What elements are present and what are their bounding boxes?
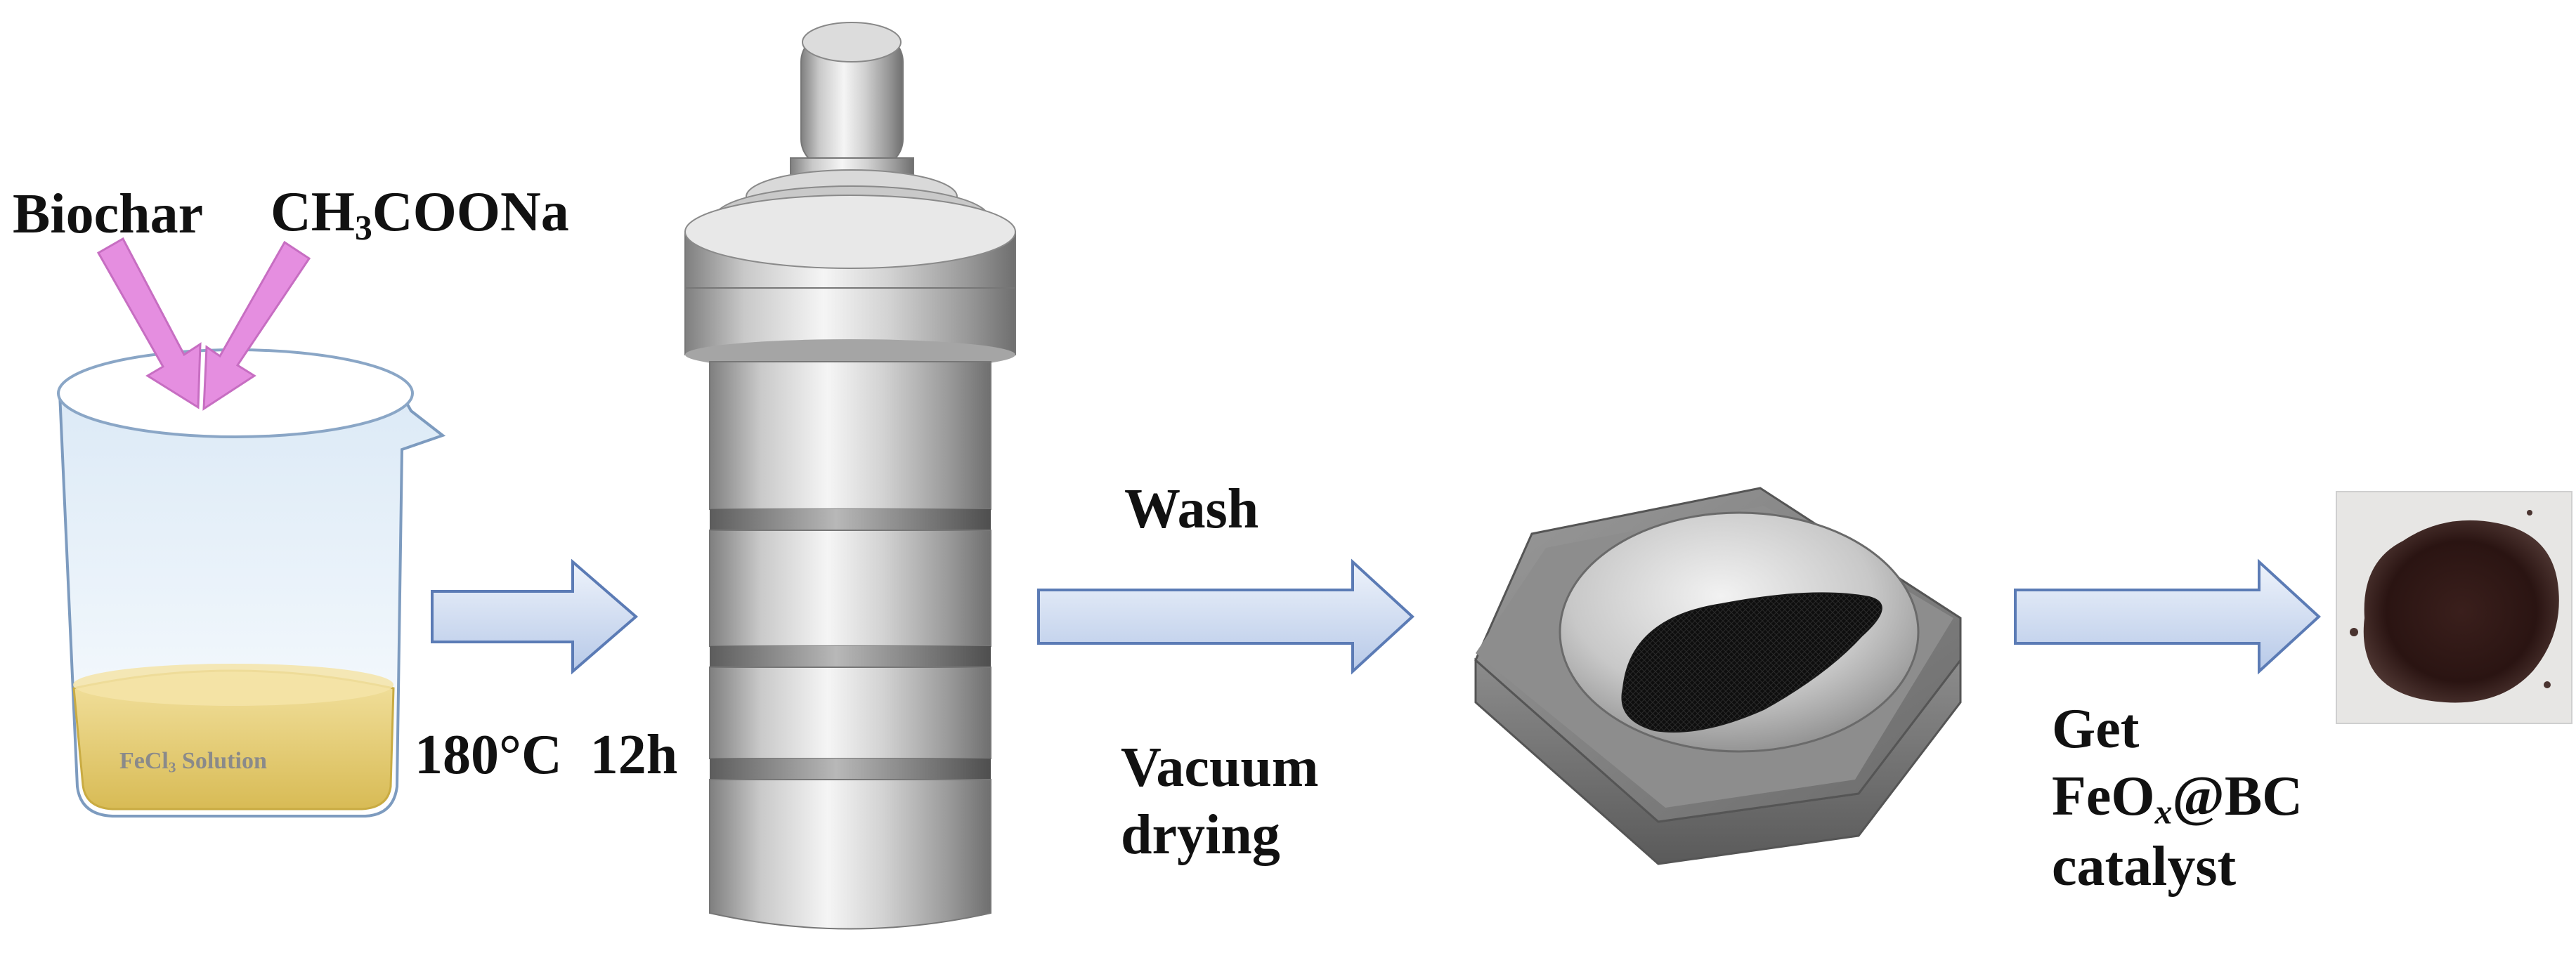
beaker <box>57 348 446 818</box>
formula-prefix: FeO <box>2052 766 2155 827</box>
autoclave-body-lower <box>709 667 991 759</box>
biochar-arrow <box>96 237 202 409</box>
sodium-acetate-label: CH3COONa <box>271 184 569 245</box>
solution-subscript: 3 <box>168 759 176 776</box>
process-arrow-3 <box>2014 558 2321 675</box>
vacuum-drying-label: Vacuum drying <box>1121 734 1319 869</box>
autoclave-body-mid <box>709 530 991 647</box>
solution-prefix: FeCl <box>119 748 169 774</box>
mortar-powder <box>1621 592 1882 733</box>
autoclave-cap-top <box>684 195 1016 269</box>
sodium-acetate-arrow <box>202 240 311 411</box>
catalyst-formula-line: FeOx@BC <box>2052 763 2303 833</box>
autoclave-body-upper <box>709 361 991 510</box>
solution-suffix: Solution <box>176 748 267 774</box>
catalyst-line: catalyst <box>2052 835 2237 898</box>
wash-label: Wash <box>1124 478 1259 540</box>
beaker-solution-label: FeCl3 Solution <box>119 749 267 775</box>
vacuum-line: Vacuum <box>1121 737 1319 799</box>
sodium-acetate-suffix: COONa <box>372 181 569 243</box>
sodium-acetate-subscript: 3 <box>355 208 372 247</box>
formula-subscript: x <box>2154 792 2173 832</box>
autoclave-groove-2 <box>710 646 991 667</box>
drying-line: drying <box>1121 804 1280 866</box>
get-line: Get <box>2052 698 2140 760</box>
powder-speck-3 <box>2527 510 2532 516</box>
powder-speck-1 <box>2350 628 2358 636</box>
process-arrow-2 <box>1037 558 1414 675</box>
process-arrow-1 <box>431 558 639 675</box>
formula-suffix: @BC <box>2172 766 2303 827</box>
beaker-liquid-surface <box>73 664 393 706</box>
get-catalyst-label: Get FeOx@BC catalyst <box>2052 695 2303 900</box>
biochar-label: Biochar <box>13 183 204 245</box>
reagent-arrows <box>96 237 311 411</box>
autoclave-groove-3 <box>710 759 991 780</box>
powder-speck-2 <box>2544 681 2551 688</box>
catalyst-powder <box>2363 520 2559 703</box>
autoclave-base <box>709 779 991 930</box>
mortar <box>1474 487 1962 865</box>
autoclave-knob-top <box>802 22 902 63</box>
autoclave-groove-1 <box>710 509 991 530</box>
sodium-acetate-prefix: CH <box>271 181 355 243</box>
catalyst-photo <box>2336 491 2572 724</box>
autoclave <box>684 22 1016 930</box>
reaction-condition-label: 180°C 12h <box>415 724 678 786</box>
